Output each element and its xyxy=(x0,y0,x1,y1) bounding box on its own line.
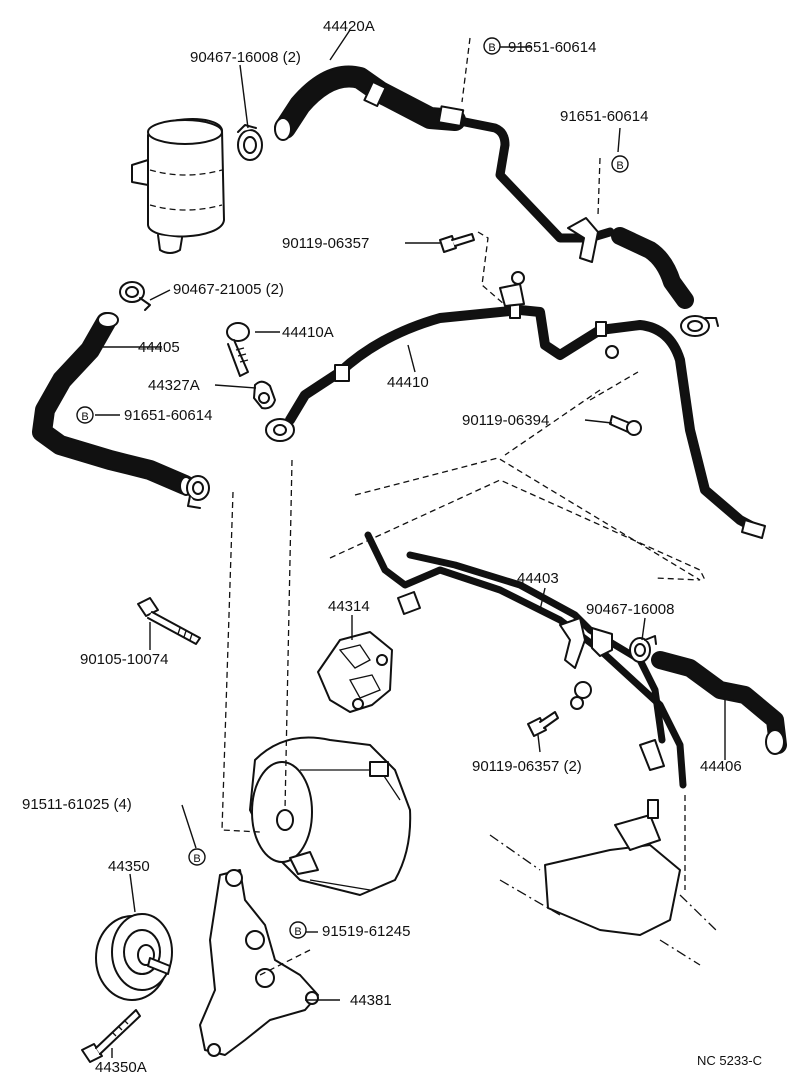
hose-clamp-rack xyxy=(629,635,657,663)
label-90467-16008-2: 90467-16008 (2) xyxy=(190,49,301,66)
b-marker-top: B xyxy=(483,37,501,55)
reservoir-tank xyxy=(131,118,225,254)
return-hose-44406 xyxy=(651,651,787,755)
label-91651-60614-right: 91651-60614 xyxy=(560,108,648,125)
svg-text:B: B xyxy=(488,42,495,54)
label-91519-61245: 91519-61245 xyxy=(322,923,410,940)
svg-text:B: B xyxy=(81,411,88,423)
label-90467-16008: 90467-16008 xyxy=(586,601,674,618)
label-44381: 44381 xyxy=(350,992,392,1009)
bolt-44350A xyxy=(81,1009,141,1063)
pressure-tube-44410 xyxy=(265,271,766,539)
b-marker-right: B xyxy=(611,155,629,173)
bolt-90105-10074 xyxy=(137,597,201,645)
gasket-44327A xyxy=(253,380,276,410)
b-marker-bracket: B xyxy=(289,921,307,939)
hose-clamp-right xyxy=(680,315,719,337)
svg-text:B: B xyxy=(616,160,623,172)
label-44410A: 44410A xyxy=(282,324,334,341)
label-90119-06357-2: 90119-06357 (2) xyxy=(472,758,582,775)
label-90105-10074: 90105-10074 xyxy=(80,651,168,668)
bracket-44381 xyxy=(199,869,319,1057)
hose-clamp-left-top xyxy=(119,281,151,311)
label-44420A: 44420A xyxy=(323,18,375,35)
b-marker-left: B xyxy=(76,406,94,424)
union-bolt-44410A xyxy=(226,322,250,377)
label-90119-06394: 90119-06394 xyxy=(462,412,549,429)
pressure-tube-set-44403 xyxy=(364,531,687,789)
steering-gear xyxy=(489,799,717,966)
label-44403: 44403 xyxy=(517,570,559,587)
label-90467-21005-2: 90467-21005 (2) xyxy=(173,281,284,298)
reference-lines xyxy=(221,37,706,976)
label-44327A: 44327A xyxy=(148,377,200,394)
bracket-44314 xyxy=(317,631,393,713)
label-44350A: 44350A xyxy=(95,1059,147,1076)
label-91511-61025-4: 91511-61025 (4) xyxy=(22,796,132,813)
bolt-90119-06394 xyxy=(609,415,642,436)
drawing-reference-number: NC 5233-C xyxy=(697,1053,762,1068)
bolt-90119-06357-top xyxy=(439,233,475,253)
label-44314: 44314 xyxy=(328,598,370,615)
svg-text:B: B xyxy=(294,926,301,938)
hose-clamp-top xyxy=(237,124,263,161)
label-90119-06357: 90119-06357 xyxy=(282,235,369,252)
bolt-90119-06357-bottom xyxy=(527,711,559,737)
label-44406: 44406 xyxy=(700,758,742,775)
leader-lines xyxy=(95,29,726,1058)
label-44405: 44405 xyxy=(138,339,180,356)
idler-pulley-44350 xyxy=(95,913,173,1001)
hose-clamp-left-bottom xyxy=(186,475,210,509)
label-44410: 44410 xyxy=(387,374,429,391)
label-44350: 44350 xyxy=(108,858,150,875)
label-91651-60614-left: 91651-60614 xyxy=(124,407,212,424)
b-marker-pump: B xyxy=(188,848,206,866)
return-hose-44420A xyxy=(274,65,694,309)
label-91651-60614-top: 91651-60614 xyxy=(508,39,596,56)
svg-text:B: B xyxy=(193,853,200,865)
power-steering-pump xyxy=(249,736,412,896)
